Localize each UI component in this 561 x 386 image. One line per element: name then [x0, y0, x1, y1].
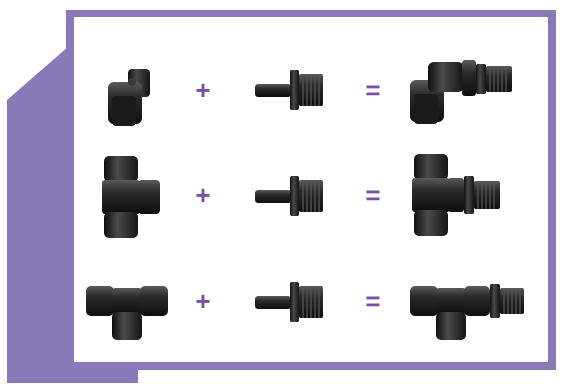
elbow-fitting-icon — [108, 69, 150, 126]
threaded-stem-adapter-icon — [255, 176, 323, 216]
threaded-run-tee-assembly-icon — [410, 284, 524, 340]
threaded-stem-adapter-icon — [255, 282, 323, 322]
threaded-side-tee-assembly-icon — [412, 154, 500, 236]
frame-left-slant — [0, 100, 7, 383]
plus-sign: + — [195, 75, 210, 105]
row-2: + = — [102, 154, 500, 238]
threaded-stem-adapter-icon — [255, 70, 323, 110]
equals-sign: = — [365, 180, 380, 210]
threaded-elbow-assembly-icon — [410, 60, 512, 124]
row-1: + = — [108, 60, 512, 126]
plus-sign: + — [195, 180, 210, 210]
equals-sign: = — [365, 286, 380, 316]
side-branch-tee-fitting-icon — [102, 156, 160, 238]
plus-sign: + — [195, 286, 210, 316]
run-tee-fitting-icon — [86, 286, 168, 340]
equals-sign: = — [365, 75, 380, 105]
row-3: + = — [86, 282, 524, 340]
